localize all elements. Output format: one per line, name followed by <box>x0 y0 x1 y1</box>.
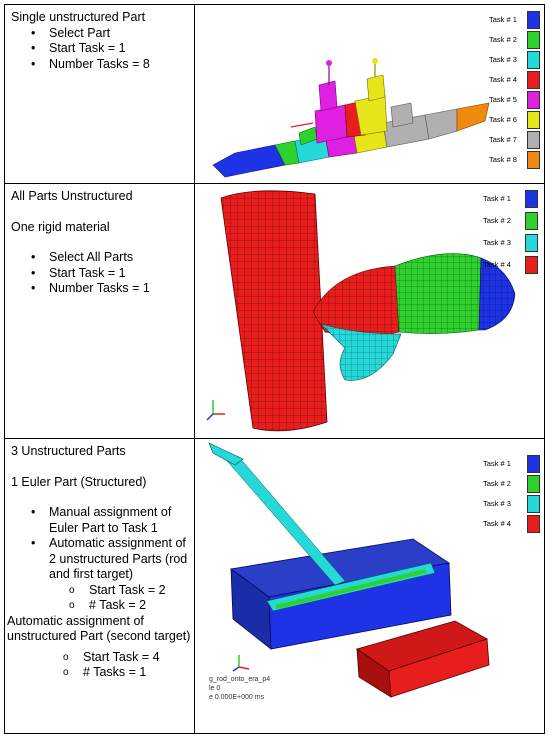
table-row: Single unstructured Part Select Part Sta… <box>4 4 545 184</box>
row3-image-cell: Task # 1 Task # 2 Task # 3 Task # 4 g_ro… <box>194 438 545 734</box>
legend-label: Task # 4 <box>489 75 517 84</box>
legend-swatch <box>527 515 540 533</box>
row3-bullet: Manual assignment of Euler Part to Task … <box>11 505 194 536</box>
legend-swatch <box>527 495 540 513</box>
row3-subtitle: 1 Euler Part (Structured) <box>11 474 147 489</box>
caption-line: g_rod_onto_era_p4 <box>209 676 271 683</box>
row3-sub-bullet: # Tasks = 1 <box>5 665 194 681</box>
row1-bullet: Select Part <box>11 26 194 42</box>
caption-line: le 0 <box>209 685 221 692</box>
legend-label: Task # 2 <box>483 216 511 225</box>
row2-bullets: Select All Parts Start Task = 1 Number T… <box>11 250 194 297</box>
caption-line: e 0.000E+000 ms <box>209 694 265 701</box>
row3-sub-bullet: Start Task = 4 <box>5 650 194 666</box>
row1-bullets: Select Part Start Task = 1 Number Tasks … <box>11 26 194 73</box>
row3-note: Automatic assignment of unstructured Par… <box>7 613 191 644</box>
legend-label: Task # 6 <box>489 115 517 124</box>
row1-title: Single unstructured Part <box>11 10 146 24</box>
legend-label: Task # 4 <box>483 260 511 269</box>
row2-title: All Parts Unstructured <box>11 189 133 203</box>
row3-bullet: Automatic assignment of 2 unstructured P… <box>11 536 194 583</box>
legend-label: Task # 5 <box>489 95 517 104</box>
rod-impact-image <box>208 442 490 698</box>
row2-bullet: Start Task = 1 <box>11 266 194 282</box>
legend-swatch <box>527 91 540 109</box>
row3-bullets: Manual assignment of Euler Part to Task … <box>11 505 194 583</box>
row3-text-cell: 3 Unstructured Parts 1 Euler Part (Struc… <box>4 438 195 734</box>
legend-swatch <box>525 190 538 208</box>
legend-swatch <box>525 234 538 252</box>
ship-mesh-image <box>212 58 490 178</box>
row2-subtitle: One rigid material <box>11 219 110 234</box>
legend-swatch <box>525 212 538 230</box>
row3-sub-bullet: # Task = 2 <box>11 598 194 614</box>
legend-swatch <box>527 71 540 89</box>
legend-label: Task # 4 <box>483 519 511 528</box>
legend-label: Task # 1 <box>489 15 517 24</box>
legend-label: Task # 2 <box>483 479 511 488</box>
row3-sub-bullet: Start Task = 2 <box>11 583 194 599</box>
row3-title: 3 Unstructured Parts <box>11 444 126 458</box>
legend-swatch <box>527 31 540 49</box>
legend-label: Task # 2 <box>489 35 517 44</box>
row2-bullet: Select All Parts <box>11 250 194 266</box>
row2-bullet: Number Tasks = 1 <box>11 281 194 297</box>
legend-swatch <box>527 455 540 473</box>
legend-label: Task # 7 <box>489 135 517 144</box>
table-row: 3 Unstructured Parts 1 Euler Part (Struc… <box>4 438 545 734</box>
legend-swatch <box>527 151 540 169</box>
legend-swatch <box>527 11 540 29</box>
model-caption: g_rod_onto_era_p4 le 0 e 0.000E+000 ms <box>209 675 270 702</box>
legend-swatch <box>525 256 538 274</box>
row1-bullet: Number Tasks = 8 <box>11 57 194 73</box>
legend-swatch <box>527 111 540 129</box>
row2-image-cell: Task # 1 Task # 2 Task # 3 Task # 4 <box>194 183 545 439</box>
row3-sub-bullets-1: Start Task = 2 # Task = 2 <box>11 583 194 614</box>
task-assignment-table: Single unstructured Part Select Part Sta… <box>4 4 545 734</box>
impact-mesh-image <box>206 190 516 432</box>
legend-swatch <box>527 475 540 493</box>
legend-swatch <box>527 131 540 149</box>
row2-text-cell: All Parts Unstructured One rigid materia… <box>4 183 195 439</box>
row1-image-cell: Task # 1 Task # 2 Task # 3 Task # 4 Task… <box>194 4 545 184</box>
legend-label: Task # 8 <box>489 155 517 164</box>
row3-sub-bullets-2: Start Task = 4 # Tasks = 1 <box>5 650 194 681</box>
legend-label: Task # 1 <box>483 194 511 203</box>
legend-label: Task # 3 <box>483 499 511 508</box>
legend-label: Task # 1 <box>483 459 511 468</box>
legend-label: Task # 3 <box>489 55 517 64</box>
table-row: All Parts Unstructured One rigid materia… <box>4 183 545 439</box>
row1-bullet: Start Task = 1 <box>11 41 194 57</box>
row1-text-cell: Single unstructured Part Select Part Sta… <box>4 4 195 184</box>
legend-label: Task # 3 <box>483 238 511 247</box>
legend-swatch <box>527 51 540 69</box>
